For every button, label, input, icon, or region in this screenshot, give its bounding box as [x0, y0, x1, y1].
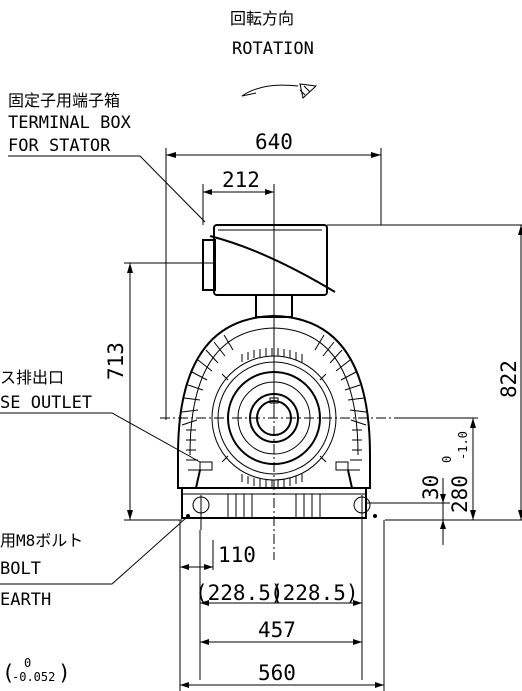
terminal-box-callout: 固定子用端子箱 TERMINAL BOX FOR STATOR	[8, 91, 206, 223]
foot-bolt-right	[353, 495, 371, 530]
rotation-label-jp: 回転方向	[230, 9, 294, 28]
dimension-822: 822	[327, 224, 522, 521]
grease-outlet-leader-line	[0, 412, 201, 463]
inner-fins	[241, 348, 303, 488]
dim-shaft-tol-lower: -1.0	[456, 431, 470, 460]
earth-bolt-leader-line	[0, 517, 187, 585]
rotation-indicator: 回転方向 ROTATION	[230, 9, 318, 99]
dimension-713: 713	[104, 262, 214, 521]
dimension-280: 280 0 -1.0	[395, 417, 478, 520]
grease-outlet-label-en: SE OUTLET	[0, 393, 92, 413]
dim-foot-offset: 110	[218, 543, 256, 567]
svg-text:(: (	[2, 661, 15, 685]
cooling-fins	[181, 334, 367, 471]
tolerance-note: ( 0 -0.052 )	[2, 656, 71, 685]
dim-half-spacing-right: (228.5)	[270, 581, 359, 605]
dimension-560: 560	[180, 520, 385, 691]
dim-base-width: 560	[258, 661, 296, 685]
earth-bolt-label-en-2: EARTH	[0, 590, 51, 610]
rotation-arrow-arc	[241, 84, 299, 97]
terminal-box-leader-line	[8, 155, 206, 223]
grease-outlet-label-jp: ス排出口	[0, 368, 64, 387]
dimension-30: 30	[366, 475, 450, 545]
terminal-box-label-jp: 固定子用端子箱	[8, 91, 120, 110]
tolerance-lower: -0.052	[12, 670, 55, 684]
terminal-box-label-en-1: TERMINAL BOX	[8, 113, 132, 133]
rotation-arrow-head-icon	[299, 83, 318, 99]
motor-body	[125, 224, 377, 530]
stator-housing	[177, 314, 371, 456]
grease-outlet-callout: ス排出口 SE OUTLET	[0, 368, 201, 463]
dim-shaft-tol-upper: 0	[440, 456, 454, 463]
terminal-box-lid-line	[209, 235, 336, 293]
dim-foot-spacing: 457	[258, 618, 296, 642]
dim-overall-width: 640	[255, 130, 293, 154]
earth-bolt-callout: 用M8ボルト BOLT EARTH	[0, 517, 187, 610]
terminal-box-gland	[202, 239, 216, 291]
dim-half-spacing-left: (228.5)	[195, 581, 284, 605]
rotation-label-en: ROTATION	[232, 39, 314, 59]
terminal-box-label-en-2: FOR STATOR	[8, 136, 111, 156]
dim-shaft-height: 280	[448, 475, 472, 513]
dim-terminal-offset: 212	[222, 168, 260, 192]
dim-height-right: 822	[497, 360, 521, 398]
dim-height-left: 713	[104, 342, 128, 380]
svg-text:): )	[58, 661, 71, 685]
dimension-228-5: (228.5) (228.5)	[195, 530, 363, 680]
foot-bolt-left	[192, 495, 210, 530]
terminal-box	[213, 224, 328, 296]
earth-bolt-label-jp: 用M8ボルト	[0, 531, 83, 550]
tolerance-upper: 0	[24, 656, 31, 670]
earth-bolt-label-en-1: BOLT	[0, 559, 41, 579]
dim-foot-height: 30	[419, 475, 443, 500]
dimension-457: 457	[200, 618, 362, 645]
dimension-640: 640	[165, 130, 382, 420]
dimension-110: 110	[179, 520, 256, 691]
